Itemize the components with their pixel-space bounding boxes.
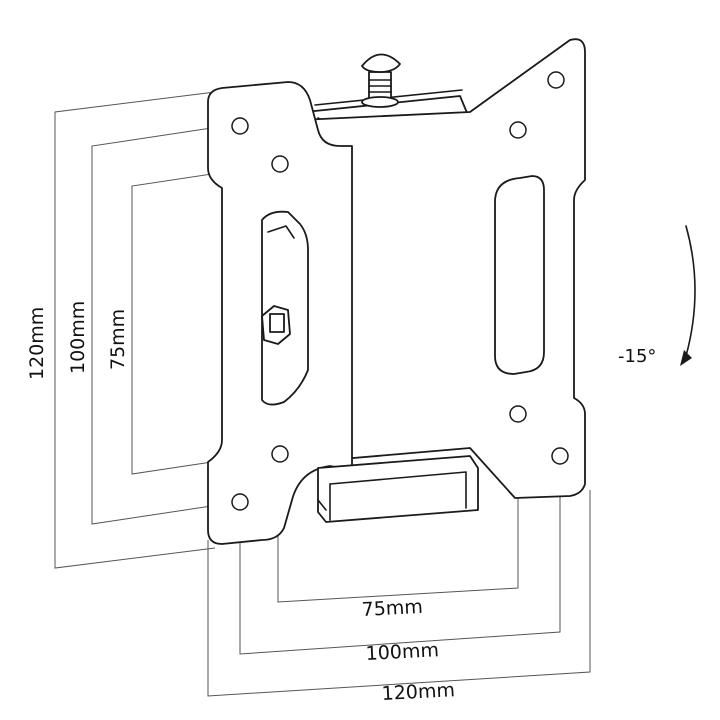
rear-plate	[299, 38, 586, 499]
front-plate	[207, 81, 353, 545]
horizontal-120mm-label: 120mm	[381, 679, 455, 705]
front-hole-top-left	[231, 117, 249, 135]
front-hole-bottom-left	[231, 493, 249, 511]
tilt-angle-label: -15°	[618, 346, 656, 367]
front-hole-lower	[271, 445, 289, 463]
vertical-100mm-label: 100mm	[67, 301, 89, 374]
tilt-indicator	[680, 225, 696, 366]
adjustment-screw	[361, 53, 401, 108]
front-hole-upper	[271, 155, 289, 173]
bottom-bracket	[317, 455, 479, 523]
vertical-75mm-label: 75mm	[107, 309, 129, 370]
rear-hole-top-right	[547, 71, 565, 89]
rear-hole-upper	[509, 121, 527, 139]
rear-hole-bottom-right	[551, 447, 569, 465]
horizontal-100mm-label: 100mm	[365, 639, 439, 665]
tilt-arrow-icon	[680, 350, 692, 366]
rear-hole-lower	[509, 405, 527, 423]
horizontal-75mm-label: 75mm	[361, 596, 423, 621]
vertical-120mm-label: 120mm	[26, 307, 48, 380]
